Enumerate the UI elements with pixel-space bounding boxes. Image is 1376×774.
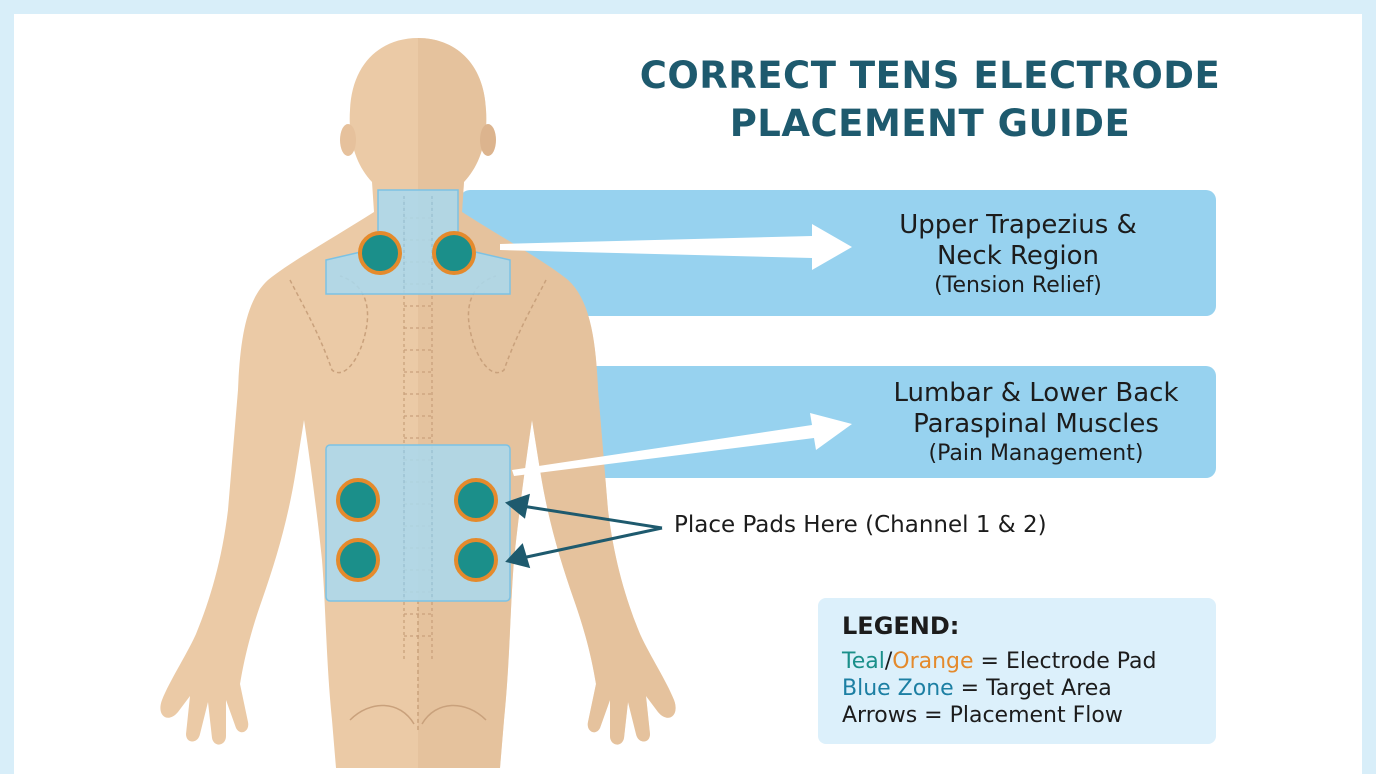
legend-pad-text: = Electrode Pad	[973, 649, 1157, 674]
electrode-pad-icon	[358, 231, 402, 275]
upper-region-subtitle: (Tension Relief)	[934, 273, 1102, 298]
legend-zone-text: = Target Area	[953, 676, 1112, 701]
legend-title: LEGEND:	[842, 612, 960, 640]
legend-zone-entry: Blue Zone = Target Area	[842, 676, 1112, 701]
legend-box: LEGEND: Teal/Orange = Electrode Pad Blue…	[818, 598, 1216, 744]
upper-region-title-1: Upper Trapezius &	[899, 210, 1137, 240]
body-silhouette	[160, 38, 676, 768]
electrode-pad-icon	[454, 538, 498, 582]
lower-region-title-2: Paraspinal Muscles	[913, 409, 1159, 439]
electrode-pad-icon	[454, 478, 498, 522]
lower-region-title-1: Lumbar & Lower Back	[893, 378, 1179, 408]
lower-region-subtitle: (Pain Management)	[928, 441, 1144, 466]
legend-teal-word: Teal	[842, 649, 885, 674]
arrow-icon	[500, 224, 852, 476]
lower-region-label: Lumbar & Lower Back Paraspinal Muscles (…	[826, 378, 1246, 468]
lower-region-band	[560, 366, 1216, 478]
upper-region-label: Upper Trapezius & Neck Region (Tension R…	[808, 210, 1228, 300]
page-title-line-1: CORRECT TENS ELECTRODE	[639, 54, 1221, 97]
legend-pad-entry: Teal/Orange = Electrode Pad	[842, 649, 1157, 674]
electrode-pad-icon	[336, 538, 380, 582]
legend-slash: /	[884, 649, 893, 674]
page-title-line-2: PLACEMENT GUIDE	[729, 102, 1131, 145]
pointer-arrows	[504, 493, 663, 569]
electrode-pad-icon	[432, 231, 476, 275]
upper-region-title-2: Neck Region	[936, 241, 1100, 271]
electrode-pads	[336, 231, 498, 582]
electrode-pad-icon	[336, 478, 380, 522]
legend-orange-word: Orange	[892, 649, 974, 674]
legend-arrows-entry: Arrows = Placement Flow	[842, 703, 1123, 728]
pads-placement-label: Place Pads Here (Channel 1 & 2)	[674, 512, 1047, 538]
legend-blue-word: Blue Zone	[842, 676, 954, 701]
